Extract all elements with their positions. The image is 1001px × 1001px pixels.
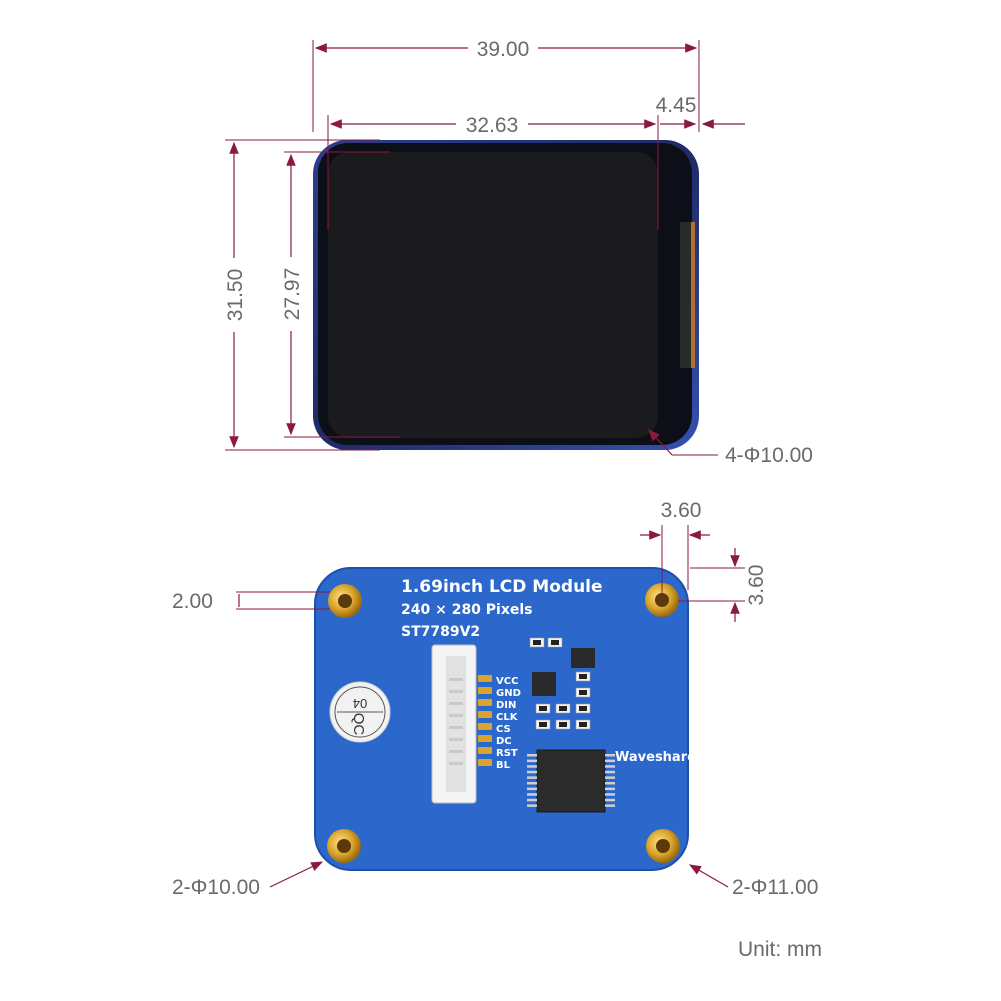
qc-sticker: 04 QC <box>329 681 391 743</box>
pin-label-list: VCC GND DIN CLK CS DC RST BL <box>496 676 521 771</box>
ic-leg <box>527 787 537 791</box>
fpc-strip <box>680 222 694 368</box>
ic-leg <box>605 776 615 779</box>
back-view: 1.69inch LCD Module 240 × 280 Pixels ST7… <box>172 499 818 899</box>
pin-pad <box>478 723 492 730</box>
pin-pad <box>478 711 492 718</box>
pin-pad <box>478 759 492 766</box>
ic-leg <box>605 798 615 802</box>
pin-label: CS <box>496 724 511 735</box>
connector-pin <box>449 702 463 705</box>
pin-label: DIN <box>496 700 516 711</box>
pin-pads <box>478 675 492 766</box>
ic-leg <box>605 782 615 785</box>
pin-pad <box>478 699 492 706</box>
smd-body <box>559 722 567 727</box>
ic-leg <box>527 782 537 785</box>
fpc-contacts <box>691 222 695 368</box>
connector-pin <box>449 714 463 717</box>
smd-body <box>559 706 567 711</box>
connector-pin <box>449 678 463 681</box>
connector-pins <box>449 678 463 765</box>
dim-overall-height: 31.50 <box>224 269 247 322</box>
smd-body <box>579 690 587 695</box>
ic-leg <box>605 804 615 807</box>
pin-label: CLK <box>496 712 519 723</box>
ic-leg <box>527 798 537 802</box>
connector-pin <box>449 762 463 765</box>
ic-leg <box>605 765 615 768</box>
ic-leg <box>605 759 615 763</box>
ic-leg <box>605 770 615 774</box>
smd-body <box>579 722 587 727</box>
connector-pin <box>449 726 463 729</box>
dim-screen-width: 32.63 <box>466 114 519 137</box>
dim-hole-offset-x: 3.60 <box>661 499 702 522</box>
ic-leg <box>527 759 537 763</box>
front-view: 39.00 32.63 4.45 31.50 27.97 4-Φ10.00 <box>220 34 813 467</box>
smd-body <box>539 706 547 711</box>
smd-body <box>579 674 587 679</box>
connector-pin <box>449 690 463 693</box>
ic-leg <box>605 787 615 791</box>
ic-leg <box>527 770 537 774</box>
ic-leg <box>527 765 537 768</box>
mounting-hole-top-left <box>328 584 362 618</box>
silk-resolution: 240 × 280 Pixels <box>401 602 533 618</box>
smd-body <box>579 706 587 711</box>
ic-leg <box>527 793 537 796</box>
pin-connector[interactable] <box>431 644 477 804</box>
leader-line-hole-right <box>688 864 729 888</box>
pin-label: DC <box>496 736 512 747</box>
ic-leg <box>527 776 537 779</box>
leader-line-corner <box>648 429 673 456</box>
pin-pad <box>478 687 492 694</box>
dim-hole-dia-right: 2-Φ11.00 <box>732 876 818 899</box>
smd-body <box>539 722 547 727</box>
pin-label: RST <box>496 748 518 759</box>
mounting-hole-bottom-left <box>327 829 361 863</box>
ic-leg <box>527 754 537 757</box>
connector-pin <box>449 750 463 753</box>
ic-leg <box>527 804 537 807</box>
silk-brand: Waveshare <box>615 750 696 765</box>
dim-side-offset: 4.45 <box>656 94 697 117</box>
pin-pad <box>478 747 492 754</box>
dim-corner-radius: 4-Φ10.00 <box>725 444 813 467</box>
dim-hole-offset-y: 3.60 <box>745 565 768 606</box>
leader-line-hole-left <box>269 861 324 888</box>
mounting-hole-bottom-right <box>646 829 680 863</box>
smd-body <box>551 640 559 645</box>
smd-body <box>533 640 541 645</box>
ic-leg <box>605 793 615 796</box>
connector-pin <box>449 738 463 741</box>
silk-title: 1.69inch LCD Module <box>401 577 603 597</box>
dim-screen-height: 27.97 <box>281 268 304 321</box>
transistor <box>532 648 595 696</box>
dim-hole-dia-left: 2-Φ10.00 <box>172 876 260 899</box>
smd-components <box>529 637 591 730</box>
pin-label: BL <box>496 760 511 771</box>
pin-pad <box>478 675 492 682</box>
qc-label: QC <box>350 713 367 736</box>
pin-label: GND <box>496 688 521 699</box>
pin-pad <box>478 735 492 742</box>
qc-number: 04 <box>353 696 367 711</box>
ic-chip <box>527 749 615 813</box>
ic-leg <box>605 754 615 757</box>
dim-overall-width: 39.00 <box>477 38 530 61</box>
dim-top-edge: 2.00 <box>172 590 213 613</box>
pin-label: VCC <box>496 676 518 687</box>
unit-label: Unit: mm <box>738 938 822 961</box>
lcd-screen <box>328 152 658 438</box>
silk-driver: ST7789V2 <box>401 624 480 640</box>
